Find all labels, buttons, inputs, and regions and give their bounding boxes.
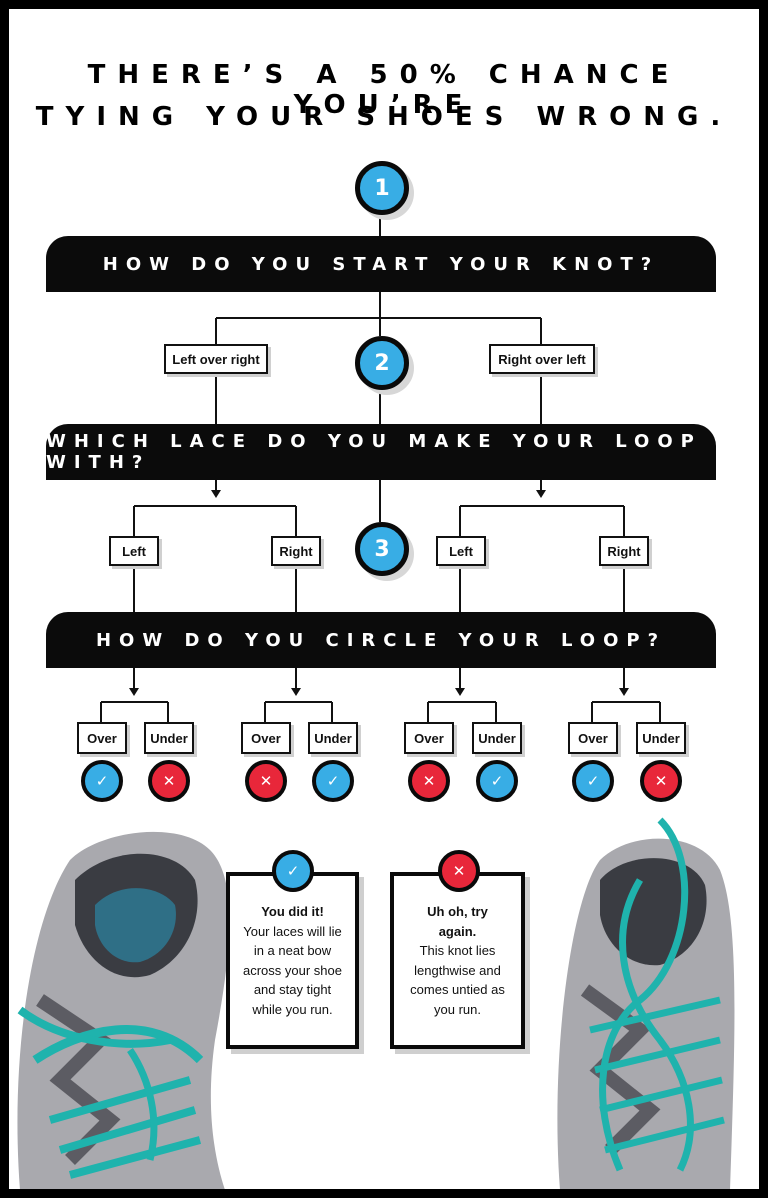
x-icon: ✕ (245, 760, 287, 802)
outcome-card-failure: Uh oh, try again. This knot lies lengthw… (390, 872, 525, 1049)
question-banner-1: HOW DO YOU START YOUR KNOT? (46, 236, 716, 292)
left-shoe (17, 831, 230, 1189)
x-icon: ✕ (148, 760, 190, 802)
option-loop-left-2: Left (436, 536, 486, 566)
check-icon: ✓ (572, 760, 614, 802)
option-left-over-right: Left over right (164, 344, 268, 374)
check-icon: ✓ (476, 760, 518, 802)
option-under-2: Under (308, 722, 358, 754)
question-2-text: WHICH LACE DO YOU MAKE YOUR LOOP WITH? (46, 431, 702, 473)
question-3-text: HOW DO YOU CIRCLE YOUR LOOP? (95, 629, 667, 651)
option-loop-right-2: Right (599, 536, 649, 566)
question-1-text: HOW DO YOU START YOUR KNOT? (102, 253, 660, 275)
failure-body: This knot lies lengthwise and comes unti… (410, 943, 505, 1017)
check-icon: ✓ (81, 760, 123, 802)
option-over-1: Over (77, 722, 127, 754)
question-banner-2: WHICH LACE DO YOU MAKE YOUR LOOP WITH? (46, 424, 716, 480)
x-icon: ✕ (640, 760, 682, 802)
outcome-card-success: You did it! Your laces will lie in a nea… (226, 872, 359, 1049)
option-loop-left-1: Left (109, 536, 159, 566)
success-body: Your laces will lie in a neat bow across… (243, 923, 342, 1017)
option-over-3: Over (404, 722, 454, 754)
option-under-3: Under (472, 722, 522, 754)
failure-x-icon: ✕ (438, 850, 480, 892)
x-icon: ✕ (408, 760, 450, 802)
title-line-1: THERE’S A 50% CHANCE YOU’RE (87, 60, 681, 120)
option-over-4: Over (568, 722, 618, 754)
failure-heading: Uh oh, try again. (427, 904, 488, 939)
option-under-1: Under (144, 722, 194, 754)
title-line-2: TYING YOUR SHOES WRONG. (35, 102, 733, 132)
step-3-badge: 3 (355, 522, 409, 576)
option-loop-right-1: Right (271, 536, 321, 566)
check-icon: ✓ (312, 760, 354, 802)
option-right-over-left: Right over left (489, 344, 595, 374)
success-heading: You did it! (261, 904, 324, 919)
success-check-icon: ✓ (272, 850, 314, 892)
option-under-4: Under (636, 722, 686, 754)
option-over-2: Over (241, 722, 291, 754)
step-2-badge: 2 (355, 336, 409, 390)
question-banner-3: HOW DO YOU CIRCLE YOUR LOOP? (46, 612, 716, 668)
right-shoe (557, 817, 735, 1189)
step-1-badge: 1 (355, 161, 409, 215)
